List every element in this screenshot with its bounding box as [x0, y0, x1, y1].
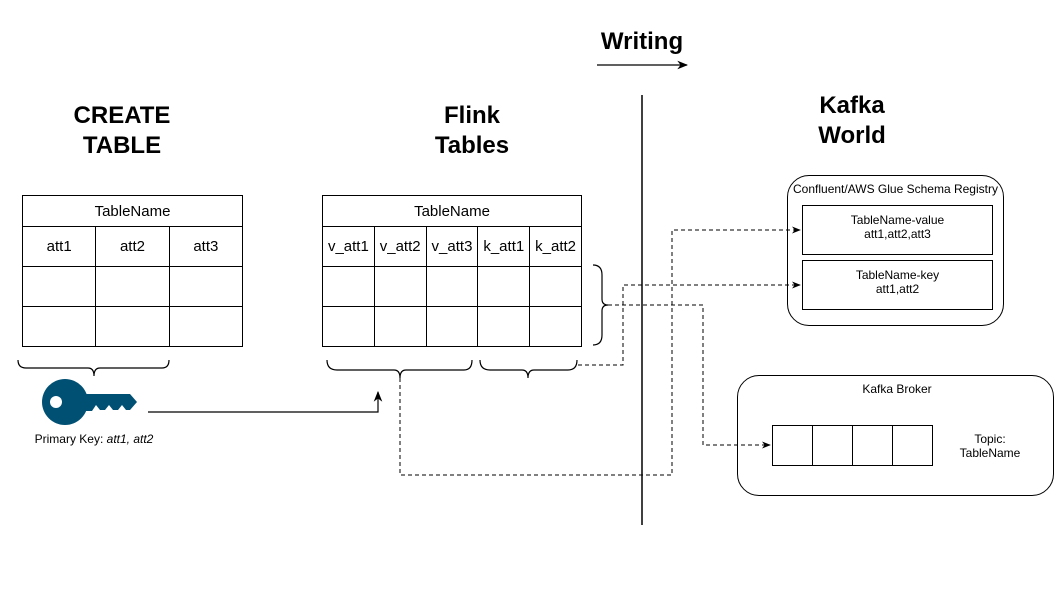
table-row	[21, 306, 244, 347]
heading-line-1: Flink	[443, 102, 500, 129]
heading-line-2: TABLE	[82, 132, 162, 159]
primary-key-columns: att1, att2	[106, 432, 154, 446]
create-table-heading: CREATE TABLE	[42, 101, 202, 161]
key-subject-fields: att1,att2	[875, 282, 920, 296]
value-subject-box: TableName-value att1,att2,att3	[802, 205, 993, 255]
kafka-broker-container	[737, 375, 1054, 496]
column-header: v_att1	[322, 226, 375, 267]
writing-heading: Writing	[600, 28, 684, 55]
topic-label-prefix: Topic:	[974, 432, 1006, 446]
column-header: k_att2	[529, 226, 582, 267]
primary-key-prefix: Primary Key:	[34, 432, 107, 446]
value-columns-brace	[326, 359, 473, 379]
value-subject-name: TableName-value	[850, 213, 945, 227]
kafka-world-heading: Kafka World	[772, 91, 932, 151]
column-header: att1	[21, 226, 97, 267]
primary-key-arrow	[148, 390, 383, 413]
table-name-cell: TableName	[322, 195, 582, 227]
table-row	[322, 306, 582, 347]
flink-table-schema: TableName v_att1 v_att2 v_att3 k_att1 k_…	[322, 195, 582, 347]
table-row	[21, 266, 244, 307]
key-subject-name: TableName-key	[855, 268, 940, 282]
table-row	[322, 266, 582, 307]
rows-brace	[592, 264, 609, 346]
column-header: k_att1	[477, 226, 531, 267]
column-header: v_att3	[425, 226, 479, 267]
key-columns-brace	[479, 359, 578, 379]
key-subject-box: TableName-key att1,att2	[802, 260, 993, 310]
heading-line-1: Kafka	[819, 92, 885, 119]
topic-name: TableName	[959, 446, 1021, 460]
create-table-schema: TableName att1 att2 att3	[21, 195, 244, 347]
schema-registry-title: Confluent/AWS Glue Schema Registry	[793, 182, 998, 196]
heading-line-2: Tables	[434, 132, 510, 159]
heading-line-2: World	[818, 122, 886, 149]
kafka-broker-title: Kafka Broker	[862, 382, 932, 396]
column-header: att2	[95, 226, 170, 267]
primary-key-label: Primary Key: att1, att2	[14, 432, 174, 446]
key-schema-connector	[578, 281, 801, 366]
topic-partition	[892, 425, 933, 466]
value-subject-fields: att1,att2,att3	[864, 227, 931, 241]
heading-line-1: CREATE	[73, 102, 171, 129]
schema-registry-container	[787, 175, 1004, 326]
key-icon	[42, 379, 137, 425]
flink-tables-heading: Flink Tables	[392, 101, 552, 161]
column-header: att3	[168, 226, 244, 267]
topic-connector	[608, 304, 771, 449]
topic-label: Topic: TableName	[950, 432, 1030, 460]
primary-key-brace	[17, 359, 170, 377]
value-schema-connector	[399, 226, 801, 476]
